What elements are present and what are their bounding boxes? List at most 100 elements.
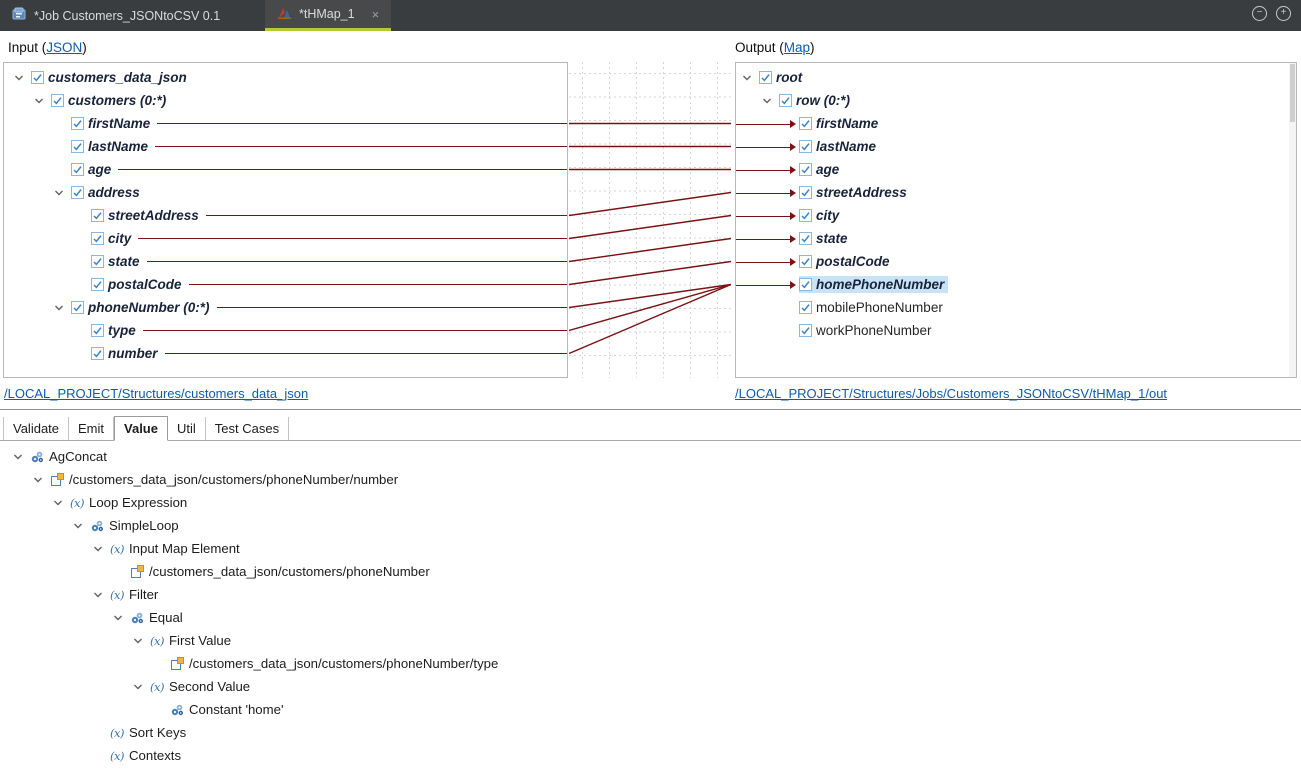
vertical-scrollbar[interactable] bbox=[1289, 63, 1296, 377]
output-tree-node-mobilephonenumber[interactable]: mobilePhoneNumber bbox=[736, 296, 1296, 319]
chevron-down-icon[interactable] bbox=[53, 491, 70, 514]
input-tree-node-number[interactable]: number bbox=[4, 342, 567, 365]
output-tree-node-workphonenumber[interactable]: workPhoneNumber bbox=[736, 319, 1296, 342]
element-icon bbox=[31, 71, 48, 84]
chevron-down-icon[interactable] bbox=[54, 181, 71, 204]
input-tree-node-city[interactable]: city bbox=[4, 227, 567, 250]
expr-node-input-map-element[interactable]: (x)Input Map Element bbox=[0, 537, 1301, 560]
chevron-down-icon[interactable] bbox=[133, 629, 150, 652]
input-tree-node-type[interactable]: type bbox=[4, 319, 567, 342]
expr-node-customers-data-json-customers-phonenumbe[interactable]: /customers_data_json/customers/phoneNumb… bbox=[0, 468, 1301, 491]
chevron-down-icon[interactable] bbox=[34, 89, 51, 112]
thmap-icon bbox=[277, 6, 292, 23]
input-tree-node-phonenumber[interactable]: phoneNumber (0:*) bbox=[4, 296, 567, 319]
gears-icon bbox=[170, 703, 189, 717]
output-tree-node-firstname[interactable]: firstName bbox=[736, 112, 1296, 135]
output-tree-node-state[interactable]: state bbox=[736, 227, 1296, 250]
maximize-icon[interactable]: + bbox=[1276, 6, 1291, 21]
expr-node-filter[interactable]: (x)Filter bbox=[0, 583, 1301, 606]
input-header-text: Input ( bbox=[8, 40, 47, 55]
output-structure-link[interactable]: Map bbox=[783, 40, 811, 55]
selected-node-highlight: homePhoneNumber bbox=[799, 276, 949, 293]
tab-job-customers-jsontocsv[interactable]: *Job Customers_JSONtoCSV 0.1 bbox=[0, 0, 232, 31]
input-tree-node-state[interactable]: state bbox=[4, 250, 567, 273]
input-tree-node-customers[interactable]: customers (0:*) bbox=[4, 89, 567, 112]
minimize-icon[interactable]: − bbox=[1252, 6, 1267, 21]
expr-node-simpleloop[interactable]: SimpleLoop bbox=[0, 514, 1301, 537]
chevron-down-icon[interactable] bbox=[93, 537, 110, 560]
expr-node-equal[interactable]: Equal bbox=[0, 606, 1301, 629]
mapping-arrow bbox=[736, 227, 796, 250]
chevron-down-icon[interactable] bbox=[54, 296, 71, 319]
expr-node-customers-data-json-customers-phonenumbe[interactable]: /customers_data_json/customers/phoneNumb… bbox=[0, 560, 1301, 583]
chevron-down-icon[interactable] bbox=[73, 514, 90, 537]
expr-node-sort-keys[interactable]: (x) Sort Keys bbox=[0, 721, 1301, 744]
input-tree-node-age[interactable]: age bbox=[4, 158, 567, 181]
chevron-down-icon[interactable] bbox=[762, 89, 779, 112]
element-icon bbox=[799, 209, 816, 222]
chevron-down-icon[interactable] bbox=[14, 66, 31, 89]
tab-thmap-1[interactable]: *tHMap_1 × bbox=[265, 0, 392, 31]
output-tree-node-lastname[interactable]: lastName bbox=[736, 135, 1296, 158]
element-icon bbox=[91, 347, 108, 360]
output-header-text-close: ) bbox=[810, 40, 815, 55]
expr-node-label: Second Value bbox=[169, 679, 251, 694]
expr-node-label: Constant 'home' bbox=[189, 702, 284, 717]
output-tree-node-root[interactable]: root bbox=[736, 66, 1296, 89]
element-icon bbox=[799, 255, 816, 268]
expr-node-second-value[interactable]: (x)Second Value bbox=[0, 675, 1301, 698]
output-tree-node-postalcode[interactable]: postalCode bbox=[736, 250, 1296, 273]
chevron-down-icon[interactable] bbox=[13, 445, 30, 468]
mapping-canvas[interactable] bbox=[568, 62, 732, 380]
output-tree-node-row[interactable]: row (0:*) bbox=[736, 89, 1296, 112]
element-icon bbox=[91, 278, 108, 291]
input-structure-link[interactable]: JSON bbox=[46, 40, 83, 55]
output-structure-path-link[interactable]: /LOCAL_PROJECT/Structures/Jobs/Customers… bbox=[735, 386, 1168, 401]
input-structure-path-link[interactable]: /LOCAL_PROJECT/Structures/customers_data… bbox=[4, 386, 309, 401]
input-tree-node-address[interactable]: address bbox=[4, 181, 567, 204]
node-label: streetAddress bbox=[108, 208, 199, 223]
indent-spacer bbox=[74, 250, 91, 273]
node-label: lastName bbox=[88, 139, 149, 154]
output-tree-node-city[interactable]: city bbox=[736, 204, 1296, 227]
function-icon: (x) bbox=[110, 725, 124, 740]
indent-spacer bbox=[74, 273, 91, 296]
expr-node-agconcat[interactable]: AgConcat bbox=[0, 445, 1301, 468]
input-tree-node-lastname[interactable]: lastName bbox=[4, 135, 567, 158]
tab-emit[interactable]: Emit bbox=[69, 417, 115, 440]
tab-value[interactable]: Value bbox=[114, 416, 168, 441]
output-tree-node-age[interactable]: age bbox=[736, 158, 1296, 181]
tab-test-cases[interactable]: Test Cases bbox=[206, 417, 290, 440]
output-tree-node-homephonenumber[interactable]: homePhoneNumber bbox=[736, 273, 1296, 296]
tab-util[interactable]: Util bbox=[168, 417, 206, 440]
input-tree-node-streetaddress[interactable]: streetAddress bbox=[4, 204, 567, 227]
chevron-down-icon[interactable] bbox=[93, 583, 110, 606]
expr-node-first-value[interactable]: (x)First Value bbox=[0, 629, 1301, 652]
indent-spacer bbox=[54, 158, 71, 181]
input-tree-node-customers-data-json[interactable]: customers_data_json bbox=[4, 66, 567, 89]
indent-spacer bbox=[113, 560, 130, 583]
node-label: lastName bbox=[816, 139, 877, 154]
input-tree-node-firstname[interactable]: firstName bbox=[4, 112, 567, 135]
gears-icon bbox=[90, 519, 109, 533]
expr-node-customers-data-json-customers-phonenumbe[interactable]: /customers_data_json/customers/phoneNumb… bbox=[0, 652, 1301, 675]
chevron-down-icon[interactable] bbox=[133, 675, 150, 698]
chevron-down-icon[interactable] bbox=[113, 606, 130, 629]
expr-node-label: Input Map Element bbox=[129, 541, 240, 556]
input-tree-node-postalcode[interactable]: postalCode bbox=[4, 273, 567, 296]
close-icon[interactable]: × bbox=[371, 6, 380, 22]
node-label: homePhoneNumber bbox=[816, 277, 945, 292]
tab-validate[interactable]: Validate bbox=[3, 417, 70, 440]
input-pane-header: Input (JSON) bbox=[8, 40, 87, 55]
output-tree-node-streetaddress[interactable]: streetAddress bbox=[736, 181, 1296, 204]
node-label: customers_data_json bbox=[48, 70, 187, 85]
chevron-down-icon[interactable] bbox=[742, 66, 759, 89]
expr-node-constant-home[interactable]: Constant 'home' bbox=[0, 698, 1301, 721]
chevron-down-icon[interactable] bbox=[33, 468, 50, 491]
expr-node-label: Sort Keys bbox=[129, 725, 187, 740]
scrollbar-thumb[interactable] bbox=[1290, 64, 1295, 122]
mapping-line bbox=[188, 284, 567, 285]
node-label: state bbox=[816, 231, 848, 246]
expr-node-loop-expression[interactable]: (x)Loop Expression bbox=[0, 491, 1301, 514]
expr-node-contexts[interactable]: (x)Contexts bbox=[0, 744, 1301, 767]
